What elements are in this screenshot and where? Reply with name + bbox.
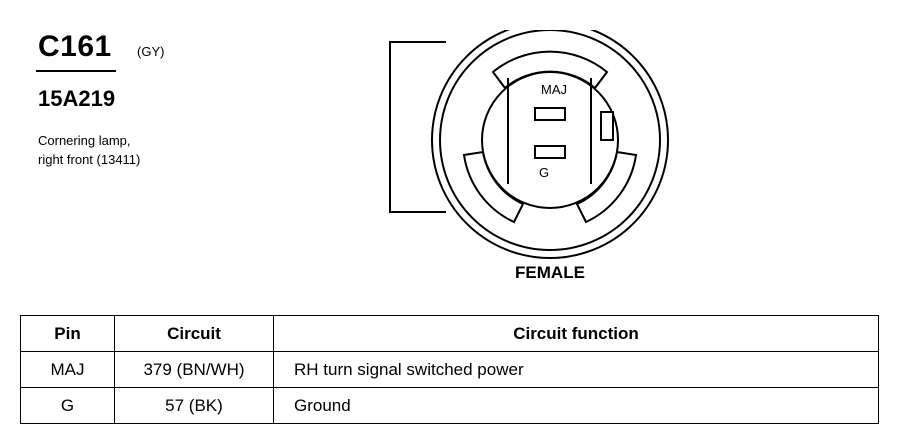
cell-circuit: 379 (BN/WH): [114, 351, 274, 388]
cell-pin: G: [20, 387, 115, 424]
connector-description-line1: Cornering lamp,: [38, 133, 131, 148]
terminal-maj: [534, 107, 566, 121]
header-circuit-function: Circuit function: [273, 315, 879, 352]
table-header-row: Pin Circuit Circuit function: [20, 315, 879, 352]
pin-label-g: G: [539, 165, 549, 180]
connector-id: C161: [38, 30, 112, 63]
cell-circuit: 57 (BK): [114, 387, 274, 424]
header-pin: Pin: [20, 315, 115, 352]
cell-pin: MAJ: [20, 351, 115, 388]
pin-table: Pin Circuit Circuit function MAJ 379 (BN…: [20, 315, 879, 424]
table-row: MAJ 379 (BN/WH) RH turn signal switched …: [20, 351, 879, 388]
connector-color-code: (GY): [137, 44, 165, 59]
center-insert: [481, 71, 619, 209]
terminal-g: [534, 145, 566, 159]
connector-description-line2: right front (13411): [38, 152, 141, 167]
part-number: 15A219: [38, 86, 116, 111]
connector-face-diagram: MAJ G: [389, 30, 669, 259]
cell-function: Ground: [273, 387, 879, 424]
connector-inner-ring: [439, 30, 661, 251]
table-row: G 57 (BK) Ground: [20, 387, 879, 424]
pin-label-maj: MAJ: [541, 82, 567, 97]
header-circuit: Circuit: [114, 315, 274, 352]
connector-gender: FEMALE: [515, 263, 585, 282]
connector-id-underline: [36, 70, 116, 72]
connector-housing-outline: [389, 41, 446, 213]
cell-function: RH turn signal switched power: [273, 351, 879, 388]
keyway-notch: [600, 111, 614, 141]
